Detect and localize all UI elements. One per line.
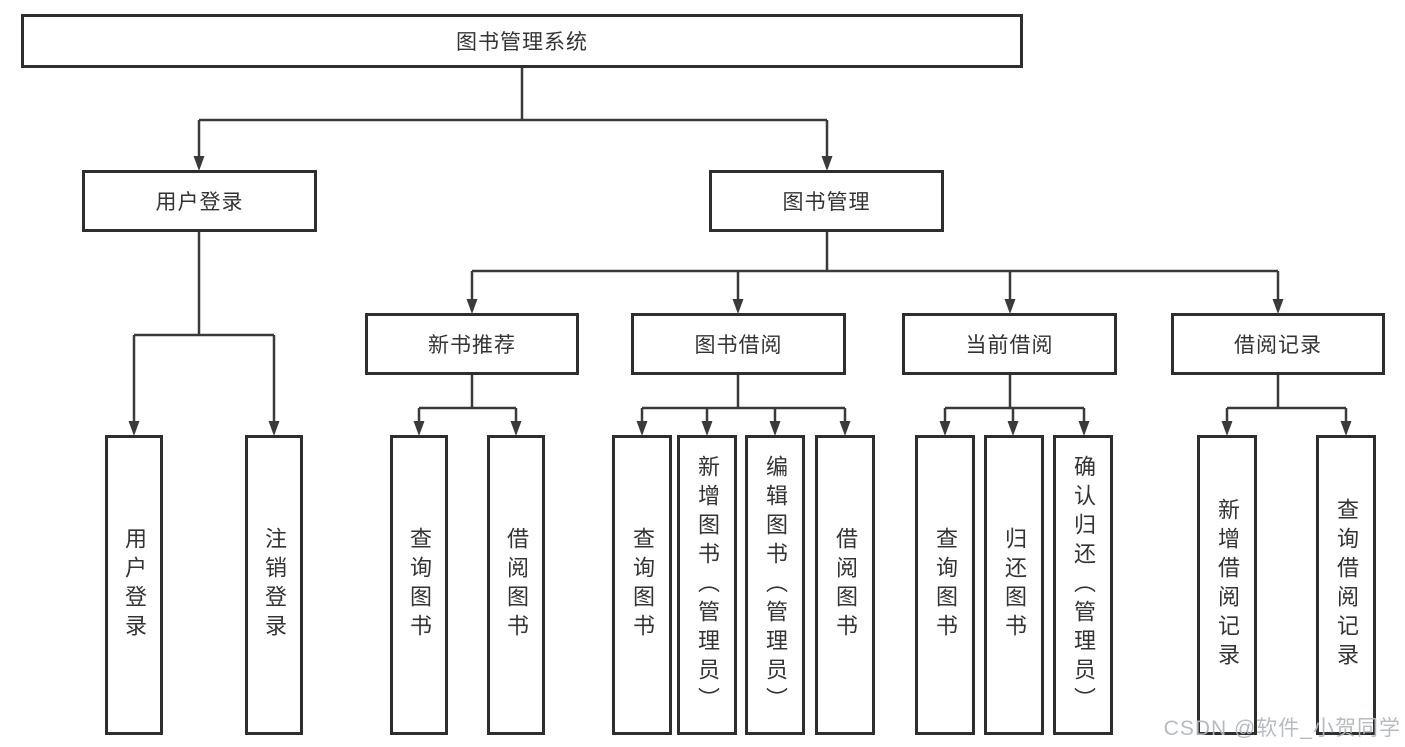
leaf-label: 新增借阅记录 — [1215, 498, 1240, 672]
leaf-logout: 注销登录 — [245, 435, 303, 735]
leaf-confirm-return-admin: 确认归还（管理员） — [1053, 435, 1113, 735]
leaf-return-book: 归还图书 — [984, 435, 1044, 735]
leaf-label: 借阅图书 — [833, 527, 858, 643]
node-book-management: 图书管理 — [709, 170, 944, 232]
leaf-label: 归还图书 — [1002, 527, 1027, 643]
node-book-borrow: 图书借阅 — [631, 313, 846, 375]
leaf-edit-book-admin: 编辑图书（管理员） — [745, 435, 805, 735]
leaf-label: 借阅图书 — [504, 527, 529, 643]
leaf-add-borrow-record: 新增借阅记录 — [1197, 435, 1257, 735]
node-borrow-records: 借阅记录 — [1171, 313, 1385, 375]
csdn-watermark: CSDN @软件_小贺同学 — [1163, 717, 1401, 740]
leaf-label: 注销登录 — [262, 527, 287, 643]
leaf-label: 查询图书 — [933, 527, 958, 643]
leaf-label: 新增图书（管理员） — [695, 454, 720, 716]
leaf-label: 查询图书 — [630, 527, 655, 643]
leaf-label: 确认归还（管理员） — [1071, 454, 1096, 716]
leaf-query-book-borrow: 查询图书 — [612, 435, 672, 735]
leaf-label: 查询借阅记录 — [1334, 498, 1359, 672]
node-library-management-system: 图书管理系统 — [21, 14, 1023, 68]
leaf-borrow-book-recommend: 借阅图书 — [487, 435, 545, 735]
leaf-label: 查询图书 — [407, 527, 432, 643]
leaf-query-book-recommend: 查询图书 — [390, 435, 448, 735]
leaf-query-borrow-record: 查询借阅记录 — [1316, 435, 1376, 735]
leaf-label: 编辑图书（管理员） — [763, 454, 788, 716]
node-user-login: 用户登录 — [82, 170, 317, 232]
node-new-book-recommend: 新书推荐 — [365, 313, 579, 375]
leaf-add-book-admin: 新增图书（管理员） — [677, 435, 737, 735]
node-current-borrow: 当前借阅 — [902, 313, 1117, 375]
leaf-label: 用户登录 — [122, 527, 147, 643]
leaf-borrow-book: 借阅图书 — [815, 435, 875, 735]
leaf-user-login: 用户登录 — [105, 435, 163, 735]
leaf-query-book-current: 查询图书 — [915, 435, 975, 735]
